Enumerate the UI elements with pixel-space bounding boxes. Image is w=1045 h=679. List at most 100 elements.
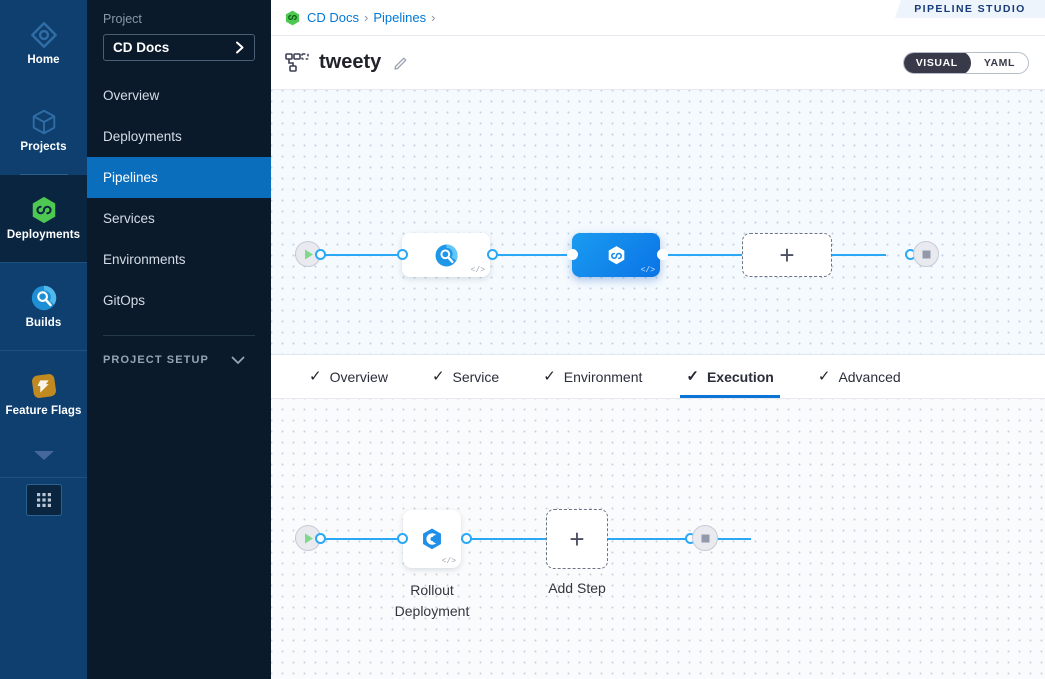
sidebar-item-label: Overview bbox=[103, 88, 160, 103]
main-area: CD Docs › Pipelines › PIPELINE STUDIO tw… bbox=[271, 0, 1045, 679]
step-rollout-out-port[interactable] bbox=[461, 533, 472, 544]
pipeline-studio-badge-label: PIPELINE STUDIO bbox=[914, 3, 1026, 15]
stages-end-node[interactable] bbox=[913, 241, 939, 267]
execution-steps-canvas[interactable]: </> Rollout Deployment + Add Step bbox=[271, 398, 1045, 679]
toggle-option-yaml[interactable]: YAML bbox=[983, 56, 1015, 69]
rail-bottom-background bbox=[0, 516, 87, 679]
rail-item-home[interactable]: Home bbox=[0, 0, 87, 87]
stop-icon bbox=[701, 534, 709, 542]
tab-advanced[interactable]: ✓ Advanced bbox=[796, 355, 923, 398]
tab-service[interactable]: ✓ Service bbox=[410, 355, 521, 398]
step-node-rollout-deployment[interactable]: </> bbox=[403, 510, 461, 568]
stage-edge-2 bbox=[451, 254, 641, 256]
add-step-label: Add Step bbox=[548, 580, 606, 596]
stage-tweetapp-out-port[interactable] bbox=[487, 249, 498, 260]
breadcrumb-separator-2: › bbox=[431, 10, 436, 25]
sidebar-item-pipelines[interactable]: Pipelines bbox=[87, 157, 271, 198]
pencil-icon[interactable] bbox=[393, 55, 409, 71]
sidebar-nav-list: Overview Deployments Pipelines Services … bbox=[87, 75, 271, 321]
sidebar-item-overview[interactable]: Overview bbox=[87, 75, 271, 116]
tab-overview[interactable]: ✓ Overview bbox=[287, 355, 410, 398]
tab-label: Execution bbox=[706, 368, 774, 385]
steps-start-port[interactable] bbox=[315, 533, 326, 544]
page-title: tweety bbox=[319, 51, 382, 73]
rail-section-divider-3 bbox=[0, 477, 87, 478]
stage-code-badge-2[interactable]: </> bbox=[640, 266, 655, 275]
builds-circle-icon bbox=[31, 285, 56, 311]
sidebar-project-setup[interactable]: PROJECT SETUP bbox=[87, 336, 271, 366]
sidebar-item-environments[interactable]: Environments bbox=[87, 239, 271, 280]
rail-item-builds[interactable]: Builds bbox=[0, 263, 87, 350]
add-stage-button[interactable]: + bbox=[742, 233, 832, 277]
check-icon: ✓ bbox=[686, 368, 699, 385]
sidebar-project-setup-label: PROJECT SETUP bbox=[103, 354, 209, 366]
breadcrumb-item-cd-docs[interactable]: CD Docs bbox=[307, 10, 360, 25]
chevron-down-icon bbox=[231, 356, 245, 364]
sidebar-item-label: Deployments bbox=[103, 129, 182, 144]
rollout-deployment-icon bbox=[423, 528, 441, 550]
rail-label-projects: Projects bbox=[20, 141, 67, 153]
project-selector[interactable]: CD Docs bbox=[103, 34, 255, 61]
plus-icon: + bbox=[779, 240, 795, 270]
rail-label-deployments: Deployments bbox=[6, 229, 81, 241]
sidebar-item-label: GitOps bbox=[103, 293, 146, 308]
tab-label: Advanced bbox=[838, 368, 901, 385]
breadcrumb-item-pipelines[interactable]: Pipelines bbox=[373, 10, 427, 25]
stop-icon bbox=[922, 250, 930, 258]
sidebar-item-services[interactable]: Services bbox=[87, 198, 271, 239]
rail-apps-button[interactable] bbox=[25, 484, 62, 516]
module-rail: Home Projects Deployments bbox=[0, 0, 87, 679]
pipeline-tree-icon bbox=[285, 52, 309, 72]
step-rollout-in-port[interactable] bbox=[397, 533, 408, 544]
sidebar-item-gitops[interactable]: GitOps bbox=[87, 280, 271, 321]
home-diamond-icon bbox=[30, 22, 57, 48]
tab-execution[interactable]: ✓ Execution bbox=[664, 355, 795, 398]
grid-apps-icon bbox=[36, 493, 51, 507]
stage-deploy-out-port[interactable] bbox=[657, 249, 668, 260]
sidebar-heading: Project bbox=[103, 12, 142, 26]
project-selector-name: CD Docs bbox=[113, 40, 170, 55]
tab-label: Service bbox=[452, 368, 500, 385]
deployments-hex-icon bbox=[32, 196, 55, 224]
stage-tweetapp-in-port[interactable] bbox=[397, 249, 408, 260]
step-label-rollout-deployment: Rollout Deployment bbox=[352, 580, 512, 622]
plus-icon: + bbox=[569, 524, 585, 554]
sidebar-item-label: Environments bbox=[103, 252, 186, 267]
stages-canvas[interactable]: </> Tweetapp </> deploy tweety + Add Sta… bbox=[271, 90, 1045, 383]
sidebar-item-label: Pipelines bbox=[103, 170, 158, 185]
check-icon: ✓ bbox=[817, 368, 831, 385]
add-step-button[interactable]: + bbox=[546, 509, 608, 569]
stage-node-deploy-tweety[interactable]: </> bbox=[572, 233, 660, 277]
feature-flags-icon bbox=[31, 374, 56, 398]
stage-config-tabs: ✓ Overview ✓ Service ✓ Environment ✓ Exe… bbox=[271, 355, 1045, 398]
rail-item-feature-flags[interactable]: Feature Flags bbox=[0, 351, 87, 438]
breadcrumb-separator: › bbox=[364, 10, 369, 25]
check-icon: ✓ bbox=[543, 368, 556, 385]
toggle-option-visual[interactable]: VISUAL bbox=[903, 52, 971, 73]
cube-icon bbox=[32, 109, 55, 135]
rail-label-home: Home bbox=[27, 54, 60, 66]
rail-divider bbox=[19, 174, 68, 175]
stages-start-port[interactable] bbox=[315, 249, 326, 260]
deploy-stage-icon bbox=[608, 245, 624, 264]
check-icon: ✓ bbox=[431, 368, 445, 385]
steps-end-node[interactable] bbox=[692, 525, 718, 551]
view-mode-toggle[interactable]: VISUAL YAML bbox=[902, 51, 1029, 74]
play-icon bbox=[304, 249, 313, 259]
sidebar-item-deployments[interactable]: Deployments bbox=[87, 116, 271, 157]
play-icon bbox=[304, 533, 313, 543]
tab-environment[interactable]: ✓ Environment bbox=[521, 355, 664, 398]
check-icon: ✓ bbox=[309, 368, 322, 385]
rail-item-deployments[interactable]: Deployments bbox=[0, 175, 87, 262]
step-code-badge[interactable]: </> bbox=[441, 557, 456, 566]
pipeline-studio-badge: PIPELINE STUDIO bbox=[895, 0, 1045, 18]
rail-more-button[interactable] bbox=[31, 448, 57, 467]
pipeline-title-bar: tweety VISUAL YAML bbox=[271, 36, 1045, 90]
build-stage-icon bbox=[435, 244, 458, 266]
tab-label: Overview bbox=[329, 368, 388, 385]
stage-deploy-in-port[interactable] bbox=[567, 249, 578, 260]
rail-item-projects[interactable]: Projects bbox=[0, 87, 87, 174]
stage-node-tweetapp[interactable]: </> bbox=[402, 233, 490, 277]
stage-code-badge[interactable]: </> bbox=[470, 266, 485, 275]
